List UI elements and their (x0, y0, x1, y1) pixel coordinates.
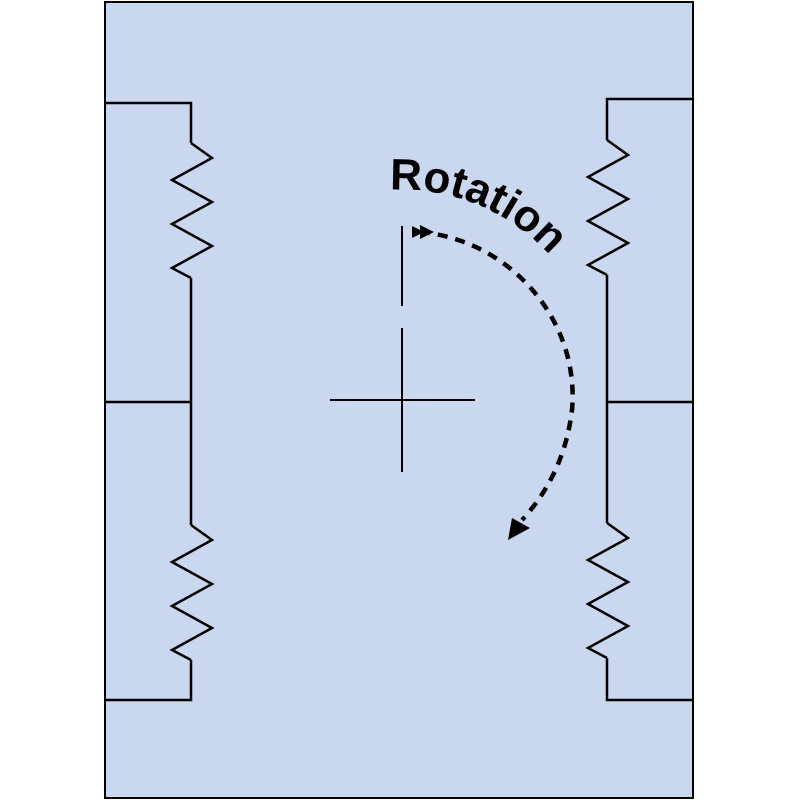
right-upper-spring (585, 138, 631, 277)
left-lower-spring (169, 523, 215, 662)
left-upper-spring (169, 141, 215, 280)
right-lower-spring (585, 521, 631, 660)
left-spring-assembly (105, 101, 215, 702)
arrow-tail-marker-2 (412, 226, 424, 238)
left-upper-bracket (105, 101, 193, 143)
rotation-arrow (412, 225, 575, 540)
rotation-arc-dashed (419, 229, 575, 522)
left-lower-bracket (105, 660, 193, 702)
right-lower-bracket (605, 658, 693, 702)
right-upper-bracket (605, 97, 693, 140)
right-spring-assembly (585, 97, 693, 702)
arrow-tail-marker (420, 225, 434, 239)
center-crosshair (330, 226, 475, 472)
arrow-head-end (508, 518, 530, 540)
